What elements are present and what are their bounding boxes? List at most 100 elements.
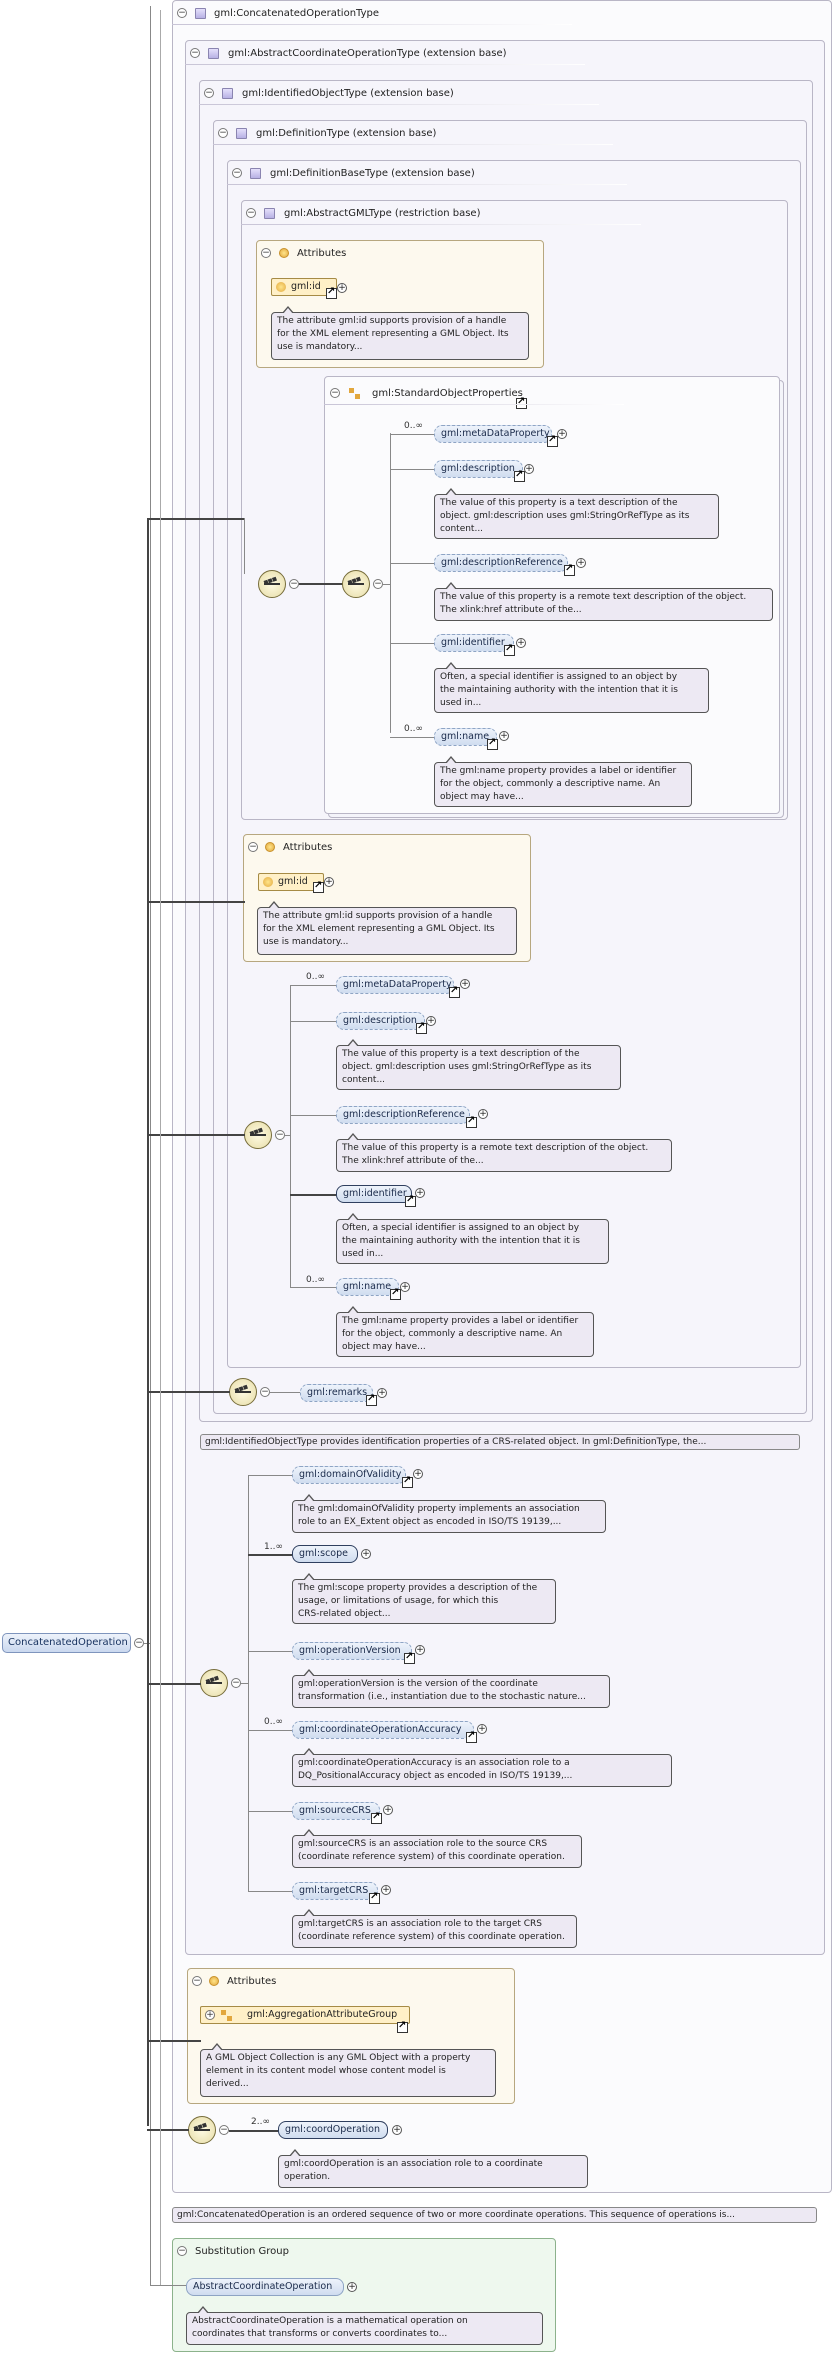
link-icon[interactable] — [547, 434, 558, 447]
collapse-toggle[interactable]: − — [219, 2125, 229, 2135]
link-icon[interactable] — [313, 880, 324, 893]
collapse-toggle[interactable]: − — [192, 1976, 202, 1986]
link-icon[interactable] — [466, 1730, 477, 1743]
title-underline — [227, 184, 627, 185]
element-metadata-property[interactable]: gml:metaDataProperty — [336, 976, 454, 994]
expand-plus-icon[interactable]: + — [347, 2282, 357, 2292]
expand-plus-icon[interactable]: + — [576, 558, 586, 568]
link-icon[interactable] — [326, 286, 337, 299]
root-element[interactable]: ConcatenatedOperation — [2, 1633, 131, 1653]
collapse-toggle[interactable]: − — [248, 842, 258, 852]
collapse-toggle[interactable]: − — [275, 1130, 285, 1140]
expand-plus-icon[interactable]: + — [426, 1016, 436, 1026]
expand-plus-icon[interactable]: + — [477, 1724, 487, 1734]
link-icon[interactable] — [366, 1393, 377, 1406]
collapse-toggle[interactable]: − — [261, 248, 271, 258]
expand-toggle[interactable]: + — [205, 2010, 215, 2020]
element-identifier[interactable]: gml:identifier — [434, 634, 514, 652]
link-icon[interactable] — [404, 1651, 415, 1664]
sequence-icon[interactable] — [229, 1378, 257, 1406]
link-icon[interactable] — [514, 469, 525, 482]
occurrence-label: 2..∞ — [251, 2117, 270, 2127]
link-icon[interactable] — [369, 1891, 380, 1904]
element-source-crs[interactable]: gml:sourceCRS — [292, 1802, 380, 1820]
expand-plus-icon[interactable]: + — [460, 979, 470, 989]
element-remarks[interactable]: gml:remarks — [300, 1384, 373, 1402]
element-metadata-property[interactable]: gml:metaDataProperty — [434, 425, 552, 443]
branch-connector — [248, 1891, 292, 1892]
connector — [150, 2285, 186, 2286]
attribute-group-aggregation[interactable]: + gml:AggregationAttributeGroup — [200, 2006, 410, 2024]
expand-plus-icon[interactable]: + — [516, 638, 526, 648]
branch-connector-required — [229, 2130, 278, 2132]
element-scope[interactable]: gml:scope — [292, 1545, 358, 1563]
sequence-icon[interactable] — [258, 570, 286, 598]
expand-plus-icon[interactable]: + — [324, 877, 334, 887]
element-description[interactable]: gml:description — [434, 460, 523, 478]
link-icon[interactable] — [397, 2020, 408, 2033]
expand-plus-icon[interactable]: + — [377, 1388, 387, 1398]
collapse-toggle[interactable]: − — [289, 579, 299, 589]
expand-plus-icon[interactable]: + — [499, 731, 509, 741]
collapse-toggle[interactable]: − — [330, 388, 340, 398]
collapse-toggle[interactable]: − — [260, 1387, 270, 1397]
sequence-icon[interactable] — [200, 1669, 228, 1697]
expand-plus-icon[interactable]: + — [413, 1469, 423, 1479]
expand-plus-icon[interactable]: + — [478, 1109, 488, 1119]
element-abstract-coordinate-operation[interactable]: AbstractCoordinateOperation — [186, 2278, 344, 2296]
sequence-icon[interactable] — [188, 2116, 216, 2144]
expand-plus-icon[interactable]: + — [415, 1188, 425, 1198]
element-description-reference[interactable]: gml:descriptionReference — [336, 1106, 470, 1124]
collapse-toggle[interactable]: − — [177, 8, 187, 18]
collapse-toggle[interactable]: − — [190, 48, 200, 58]
link-icon[interactable] — [371, 1811, 382, 1824]
element-target-crs[interactable]: gml:targetCRS — [292, 1882, 378, 1900]
attribute-group-icon — [221, 2010, 233, 2022]
collapse-toggle[interactable]: − — [373, 579, 383, 589]
branch-connector — [383, 584, 391, 585]
attribute-gml-id[interactable]: gml:id — [258, 873, 324, 891]
element-identifier[interactable]: gml:identifier — [336, 1185, 412, 1203]
collapse-toggle[interactable]: − — [177, 2246, 187, 2256]
description-reference-doc: The value of this property is a remote t… — [434, 582, 773, 621]
element-name[interactable]: gml:name — [336, 1278, 399, 1296]
element-operation-version[interactable]: gml:operationVersion — [292, 1642, 412, 1660]
expand-plus-icon[interactable]: + — [337, 283, 347, 293]
type-title: gml:DefinitionType (extension base) — [256, 128, 437, 139]
expand-plus-icon[interactable]: + — [400, 1282, 410, 1292]
expand-plus-icon[interactable]: + — [361, 1549, 371, 1559]
collapse-toggle[interactable]: − — [231, 1678, 241, 1688]
link-icon[interactable] — [390, 1287, 401, 1300]
attributes-title: Attributes — [227, 1976, 277, 1987]
connector — [147, 2040, 201, 2042]
element-coord-operation[interactable]: gml:coordOperation — [278, 2121, 388, 2139]
element-description-reference[interactable]: gml:descriptionReference — [434, 554, 568, 572]
link-icon[interactable] — [487, 737, 498, 750]
link-icon[interactable] — [564, 563, 575, 576]
expand-plus-icon[interactable]: + — [415, 1645, 425, 1655]
sequence-icon[interactable] — [244, 1121, 272, 1149]
expand-plus-icon[interactable]: + — [381, 1885, 391, 1895]
expand-plus-icon[interactable]: + — [557, 429, 567, 439]
collapse-toggle[interactable]: − — [246, 208, 256, 218]
link-icon[interactable] — [516, 396, 527, 409]
element-name[interactable]: gml:name — [434, 728, 497, 746]
element-domain-of-validity[interactable]: gml:domainOfValidity — [292, 1466, 406, 1484]
link-icon[interactable] — [466, 1115, 477, 1128]
expand-plus-icon[interactable]: + — [392, 2125, 402, 2135]
collapse-toggle[interactable]: − — [204, 88, 214, 98]
element-coordinate-operation-accuracy[interactable]: gml:coordinateOperationAccuracy — [292, 1721, 474, 1739]
link-icon[interactable] — [504, 643, 515, 656]
sequence-icon[interactable] — [342, 570, 370, 598]
expand-plus-icon[interactable]: + — [383, 1805, 393, 1815]
collapse-toggle[interactable]: − — [232, 168, 242, 178]
link-icon[interactable] — [402, 1475, 413, 1488]
element-description[interactable]: gml:description — [336, 1012, 425, 1030]
link-icon[interactable] — [449, 985, 460, 998]
attribute-gml-id[interactable]: gml:id — [271, 278, 337, 296]
expand-plus-icon[interactable]: + — [524, 464, 534, 474]
root-collapse-toggle[interactable]: − — [134, 1638, 144, 1648]
link-icon[interactable] — [405, 1194, 416, 1207]
link-icon[interactable] — [416, 1021, 427, 1034]
collapse-toggle[interactable]: − — [218, 128, 228, 138]
